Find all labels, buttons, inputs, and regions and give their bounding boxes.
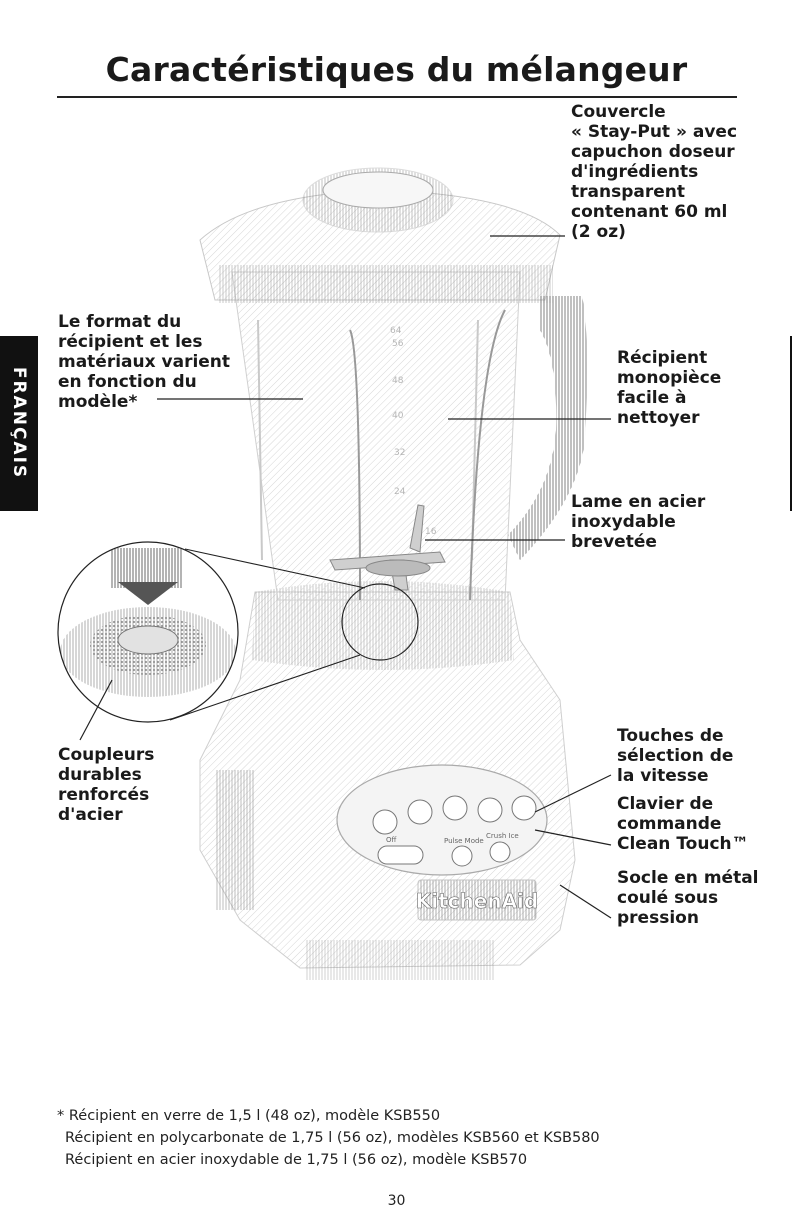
label-line: Coupleurs (58, 745, 155, 765)
base-side-shade (215, 770, 255, 910)
label-line: durables (58, 765, 142, 785)
crush-ice-button (489, 841, 511, 863)
marking-16: 16 (425, 527, 437, 537)
brand-badge: KitchenAid (415, 879, 539, 921)
marking-64: 64 (390, 326, 402, 336)
leader-lines (79, 235, 612, 919)
label-line: modèle* (58, 392, 138, 412)
label-line: « Stay-Put » avec (571, 122, 738, 142)
label-line: Touches de (617, 726, 724, 746)
leader-clavier (534, 829, 612, 846)
label-line: en fonction du (58, 372, 197, 392)
marking-56: 56 (392, 339, 404, 349)
language-tab: FRANÇAIS (0, 336, 38, 511)
label-line: Lame en acier (571, 492, 706, 512)
label-socle: Socle en métal coulé sous pression (617, 868, 759, 928)
marking-40: 40 (392, 411, 404, 421)
label-lame: Lame en acier inoxydable brevetée (571, 492, 705, 552)
label-line: coulé sous (617, 888, 719, 908)
label-touches: Touches de sélection de la vitesse (617, 726, 733, 786)
zoom-line-bottom (169, 654, 361, 721)
label-line: Clavier de (617, 794, 714, 814)
marking-24: 24 (394, 487, 406, 497)
label-line: Le format du (58, 312, 182, 332)
lid-band (218, 265, 553, 303)
label-line: renforcés (58, 785, 150, 805)
speed-button-2 (407, 799, 433, 825)
zoom-line-top (184, 548, 366, 589)
marking-48: 48 (392, 376, 404, 386)
label-couvercle: Couvercle « Stay-Put » avec capuchon dos… (571, 102, 737, 242)
label-line: inoxydable (571, 512, 676, 532)
page-title: Caractéristiques du mélangeur (105, 50, 688, 89)
label-line: d'acier (58, 805, 123, 825)
base-bottom-shade (305, 940, 495, 980)
speed-button-5 (511, 795, 537, 821)
label-coupleurs: Coupleurs durables renforcés d'acier (58, 745, 154, 825)
jar-rib-left (349, 329, 361, 601)
label-format: Le format du récipient et les matériaux … (58, 312, 230, 412)
footnotes: * Récipient en verre de 1,5 l (48 oz), m… (57, 1105, 600, 1171)
pulse-mode-text: Pulse Mode (444, 837, 484, 845)
zoom-target-circle (341, 583, 419, 661)
footnote-line: Récipient en polycarbonate de 1,75 l (56… (65, 1130, 600, 1146)
label-line: matériaux varient (58, 352, 231, 372)
ingredient-cap-top (322, 171, 434, 209)
label-line: Clean Touch™ (617, 834, 749, 854)
blade-assembly (329, 504, 446, 591)
label-line: nettoyer (617, 408, 700, 428)
off-button (377, 845, 424, 865)
label-line: brevetée (571, 532, 657, 552)
jar-handle (508, 296, 587, 560)
label-line: Couvercle (571, 102, 666, 122)
speed-button-3 (442, 795, 468, 821)
coupler-inset (58, 542, 238, 722)
base-collar (252, 581, 514, 670)
leader-touches (534, 774, 612, 813)
page-number: 30 (387, 1193, 406, 1209)
down-arrow-icon (118, 582, 178, 605)
speed-button-1 (372, 809, 398, 835)
label-line: récipient et les (58, 332, 203, 352)
edge-marker (790, 336, 792, 511)
label-line: sélection de (617, 746, 734, 766)
marking-32: 32 (394, 448, 405, 458)
label-line: commande (617, 814, 722, 834)
label-line: facile à (617, 388, 687, 408)
label-line: la vitesse (617, 766, 709, 786)
label-clavier: Clavier de commande Clean Touch™ (617, 794, 749, 854)
label-line: Récipient (617, 348, 708, 368)
crush-ice-text: Crush Ice (486, 832, 519, 840)
label-line: (2 oz) (571, 222, 626, 242)
leader-socle (559, 884, 612, 919)
label-line: pression (617, 908, 699, 928)
control-panel: Off Pulse Mode Crush Ice (336, 764, 548, 876)
label-line: monopièce (617, 368, 722, 388)
off-text: Off (386, 836, 397, 844)
label-line: Socle en métal (617, 868, 759, 888)
title-rule (57, 96, 737, 98)
jar-left-wall (257, 319, 263, 561)
brand-text: KitchenAid (416, 889, 538, 913)
jar-body (231, 271, 521, 601)
speed-button-4 (477, 797, 503, 823)
label-line: transparent (571, 182, 685, 202)
footnote-line: Récipient en acier inoxydable de 1,75 l … (65, 1152, 528, 1168)
label-line: d'ingrédients (571, 162, 699, 182)
jar-rib-right (469, 309, 506, 601)
pulse-button (451, 845, 473, 867)
label-recipient: Récipient monopièce facile à nettoyer (617, 348, 721, 428)
footnote-line: * Récipient en verre de 1,5 l (48 oz), m… (57, 1108, 441, 1124)
label-line: capuchon doseur (571, 142, 735, 162)
leader-coupleurs (79, 679, 113, 741)
jar-markings: 64 56 48 40 32 24 16 (390, 326, 437, 537)
label-line: contenant 60 ml (571, 202, 728, 222)
